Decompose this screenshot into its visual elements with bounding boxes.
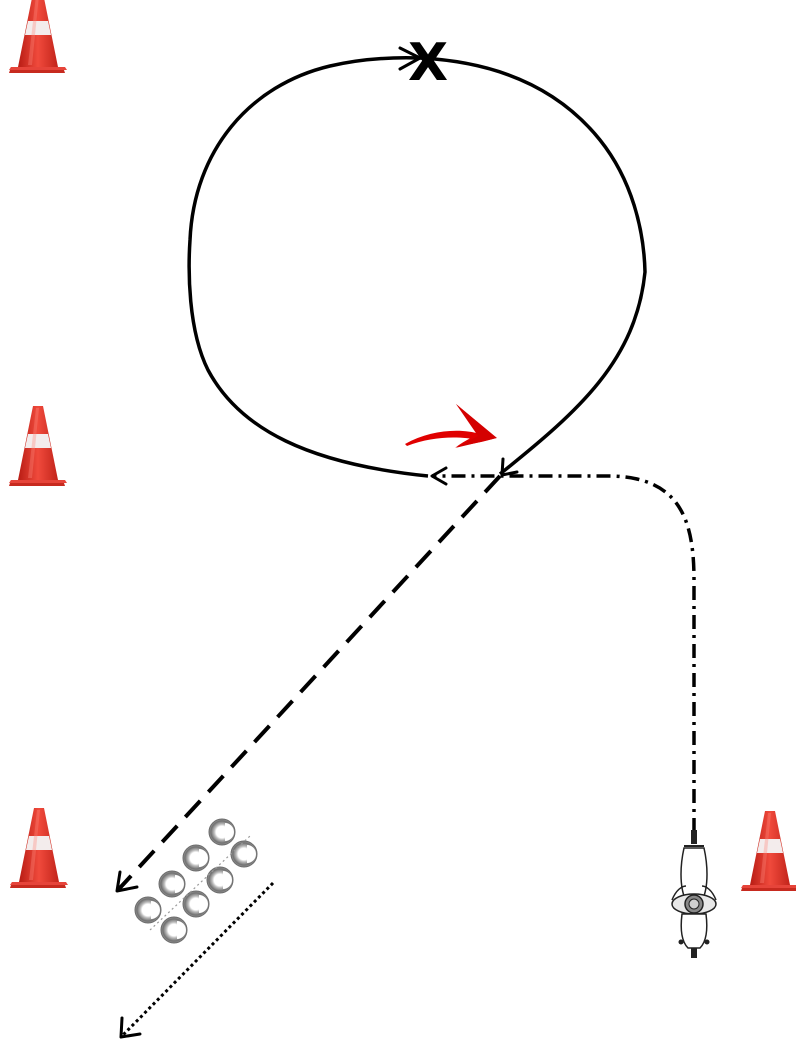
traffic-cone-icon: [9, 0, 67, 73]
arrowhead-icon: [430, 466, 448, 486]
arrowhead-icon: [119, 1016, 142, 1039]
traffic-cone-icon: [741, 811, 796, 891]
traffic-cone-icon: [9, 406, 67, 486]
approach-path: [430, 466, 696, 832]
exit-path: [115, 474, 502, 893]
motorcycle-rider-top-view-icon: [671, 830, 717, 958]
arrowhead-icon: [115, 870, 139, 893]
arrowhead-icon: [500, 457, 519, 477]
x-marker: X: [408, 33, 448, 93]
loop-path: [187, 46, 647, 478]
after-obstacle-path: [119, 881, 275, 1039]
arrowhead-icon: [398, 46, 422, 71]
curved-right-arrow-icon: [405, 404, 497, 448]
traffic-cone-icon: [10, 808, 68, 888]
tire-cluster-icon: [134, 818, 258, 944]
